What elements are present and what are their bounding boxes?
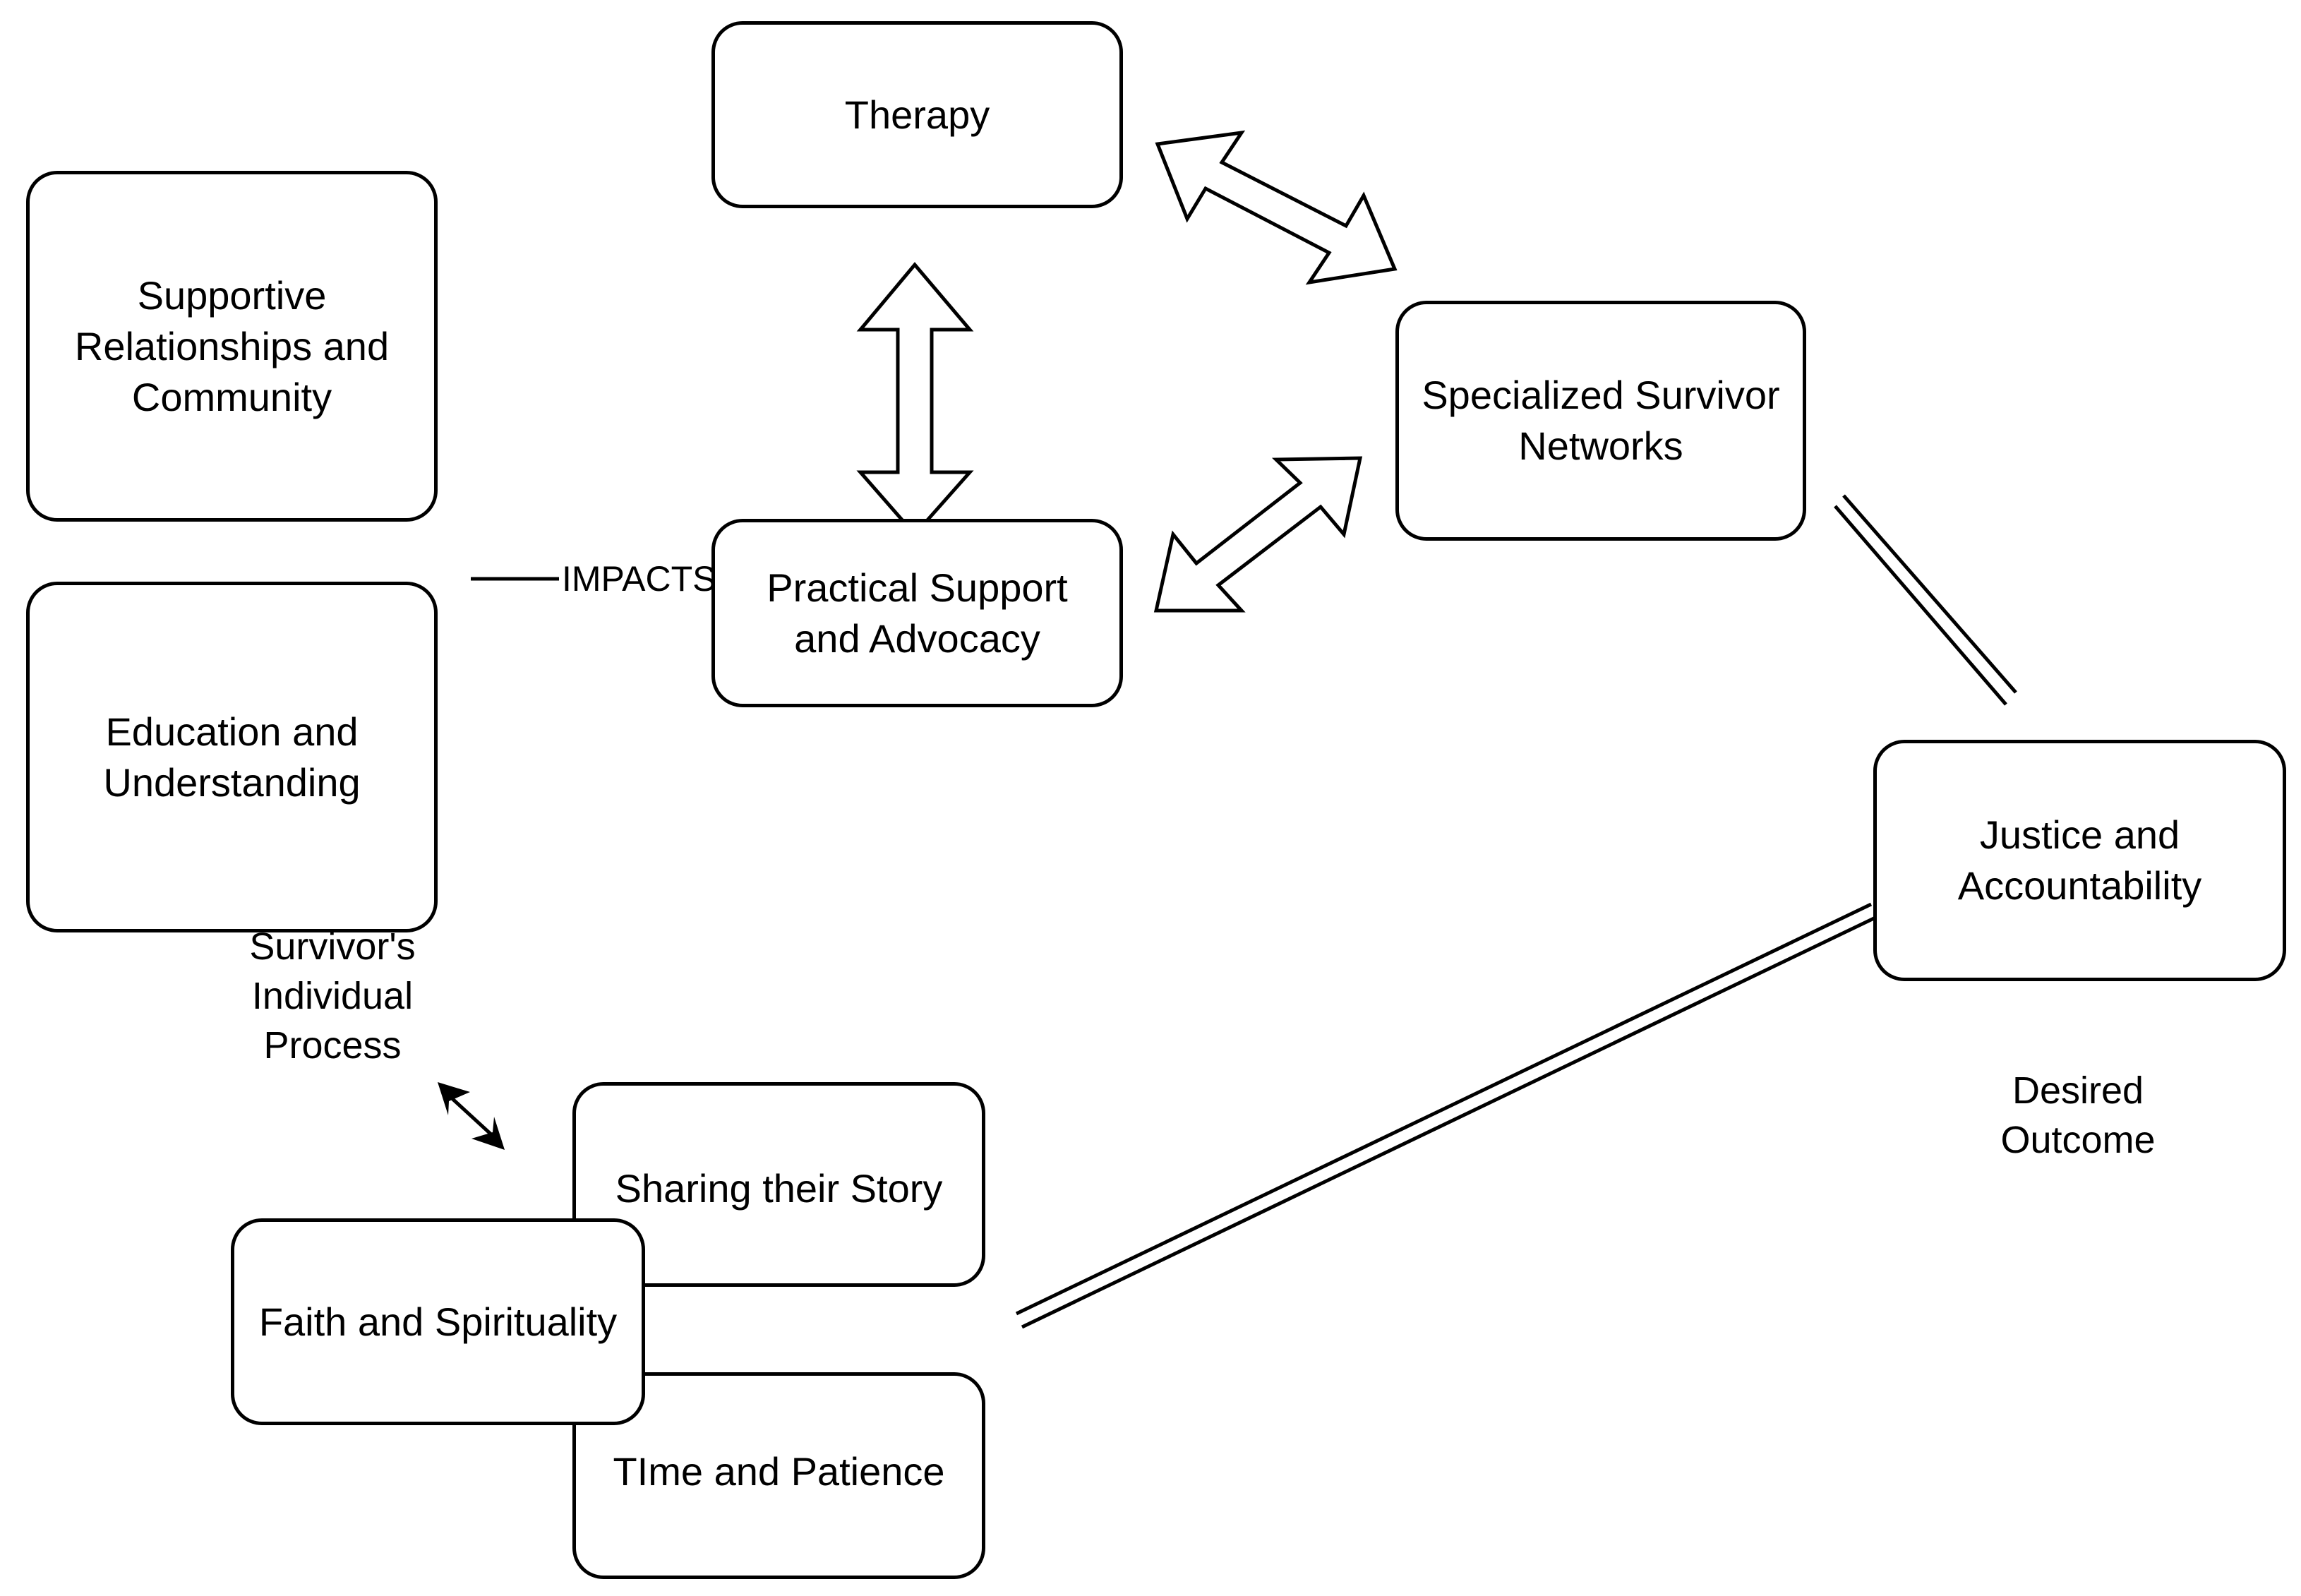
node-label: Justice and Accountability xyxy=(1957,812,2202,908)
survivors-process-label: Survivor's Individual Process xyxy=(249,925,416,1067)
desired-outcome-label: Desired Outcome xyxy=(2000,1069,2156,1161)
therapy-practical-block-arrow xyxy=(856,262,974,537)
specialized-justice-line-a xyxy=(1842,494,2017,694)
process-justice-line-a xyxy=(1015,902,1873,1316)
node-label: Faith and Spirituality xyxy=(258,1299,618,1344)
node-education-understanding[interactable]: Education and Understanding xyxy=(26,582,438,932)
impacts-label: IMPACTS xyxy=(559,559,719,599)
process-justice-line-b xyxy=(1021,915,1878,1329)
node-label: Therapy xyxy=(844,92,990,137)
node-therapy[interactable]: Therapy xyxy=(711,21,1123,208)
node-label: TIme and Patience xyxy=(613,1449,945,1494)
node-label: Specialized Survivor Networks xyxy=(1422,373,1780,468)
node-label: Sharing their Story xyxy=(615,1166,943,1211)
process-arrowhead-down xyxy=(471,1117,505,1150)
practical-specialized-block-arrow xyxy=(1153,456,1363,613)
node-sharing-story[interactable]: Sharing their Story xyxy=(572,1082,985,1287)
node-practical-support[interactable]: Practical Support and Advocacy xyxy=(711,519,1123,707)
specialized-justice-line-b xyxy=(1834,505,2007,706)
node-faith-spirituality[interactable]: Faith and Spirituality xyxy=(231,1218,645,1425)
process-arrowhead-up xyxy=(438,1082,470,1115)
node-label: Practical Support and Advocacy xyxy=(767,565,1068,661)
process-bidirectional-arrow-line xyxy=(448,1095,494,1137)
node-label: Supportive Relationships and Community xyxy=(74,272,390,419)
node-time-patience[interactable]: TIme and Patience xyxy=(572,1372,985,1579)
therapy-specialized-block-arrow xyxy=(1155,130,1398,285)
node-supportive-relationships[interactable]: Supportive Relationships and Community xyxy=(26,171,438,522)
node-specialized-networks[interactable]: Specialized Survivor Networks xyxy=(1395,301,1806,541)
node-label: Education and Understanding xyxy=(103,709,361,805)
node-justice-accountability[interactable]: Justice and Accountability xyxy=(1873,740,2286,981)
